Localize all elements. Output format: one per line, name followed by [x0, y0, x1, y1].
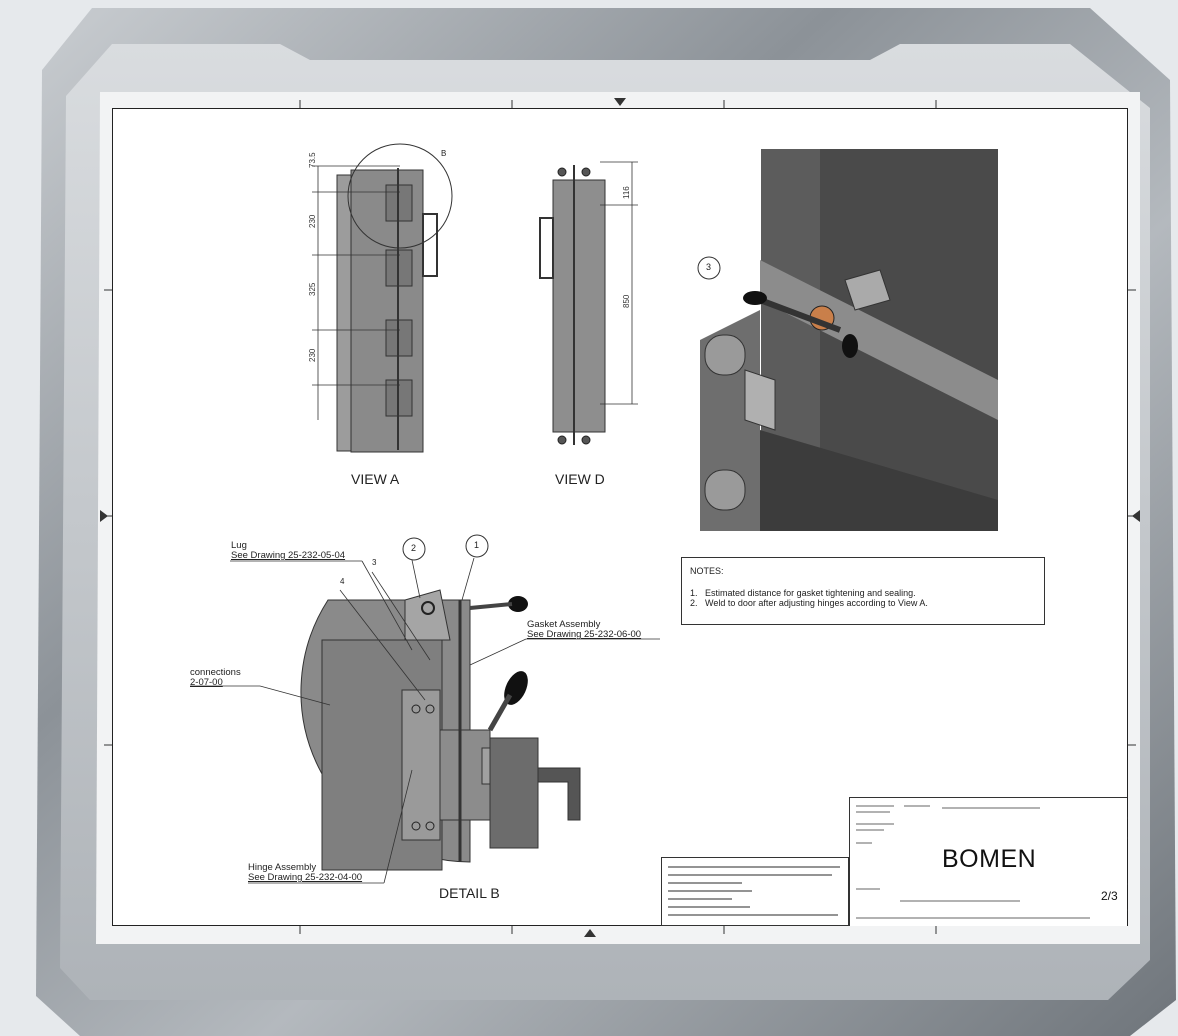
- view-d-drawing: [539, 161, 638, 445]
- callout-gasket: Gasket Assembly See Drawing 25-232-06-00: [527, 619, 642, 640]
- balloon-3: 3: [706, 262, 712, 272]
- weld-size-4: 4: [340, 577, 345, 586]
- callout-hinge: Hinge Assembly See Drawing 25-232-04-00: [248, 862, 363, 883]
- note-1: 1. Estimated distance for gasket tighten…: [690, 588, 916, 598]
- dim-view-d-2: 850: [622, 294, 631, 308]
- notes-heading: NOTES:: [690, 566, 724, 576]
- detail-b-label: DETAIL B: [439, 885, 500, 901]
- dim-view-d-1: 116: [622, 186, 631, 199]
- dim-view-a-3: 325: [308, 282, 317, 296]
- weld-size-3: 3: [372, 558, 377, 567]
- view-a-label: VIEW A: [351, 471, 400, 487]
- dim-view-a-2: 230: [308, 214, 317, 228]
- legal-notice-box: [661, 857, 849, 926]
- dim-view-a-1: 73.5: [308, 152, 317, 168]
- company-name: BOMEN: [942, 845, 1037, 873]
- callout-lug: Lug See Drawing 25-232-05-04: [231, 540, 346, 561]
- illegible-title-fields: [856, 805, 1090, 919]
- note-2: 2. Weld to door after adjusting hinges a…: [690, 598, 928, 608]
- view-a-drawing: [312, 143, 453, 453]
- illegible-text-lines: [668, 866, 840, 916]
- sheet-number: 2/3: [1101, 889, 1118, 903]
- dim-view-a-4: 230: [308, 348, 317, 362]
- title-block: [849, 797, 1127, 926]
- balloon-1: 1: [474, 540, 480, 550]
- isometric-render: [700, 149, 998, 531]
- balloon-2: 2: [411, 543, 417, 553]
- view-d-label: VIEW D: [555, 471, 605, 487]
- detail-b-marker: B: [441, 149, 447, 158]
- callout-connections: connections 2-07-00: [190, 667, 241, 688]
- detail-b-drawing: [190, 534, 660, 884]
- notes-box: NOTES: 1. Estimated distance for gasket …: [681, 557, 1045, 625]
